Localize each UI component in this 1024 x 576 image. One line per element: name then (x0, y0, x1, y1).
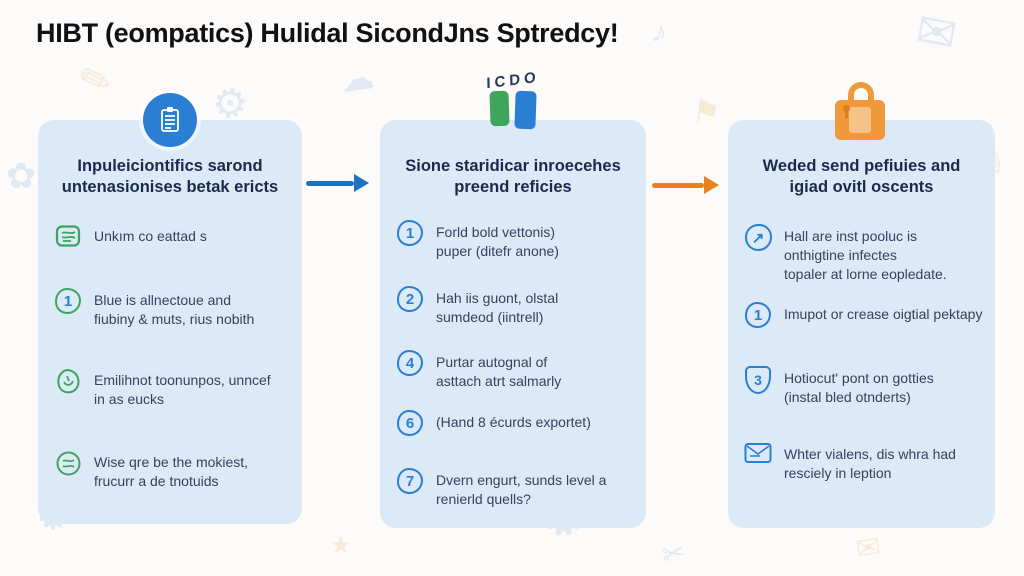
arrow-right-icon (652, 176, 719, 194)
item-text: (Hand 8 écurds exportet) (436, 414, 591, 430)
list-item: 6 (Hand 8 écurds exportet) (395, 410, 636, 436)
clipboard-icon (143, 93, 197, 147)
item-text: Purtar autognal of asttach atrt salmarly (436, 354, 562, 389)
scissors-doodle-icon: ✂ (658, 535, 689, 572)
blue-bar-icon (514, 90, 537, 130)
item-text: Whter vialens, dis whra had resciely in … (784, 446, 956, 481)
item-text: Hah iis guont, olstal sumdeod (iintrell) (436, 290, 559, 325)
item-text: Dvern engurt, sunds level a renierld que… (436, 472, 607, 507)
keyhole-icon (843, 105, 850, 118)
list-item: 7 Dvern engurt, sunds level a renierld q… (395, 468, 636, 509)
flower-doodle-icon: ✿ (6, 155, 37, 196)
envelope-doodle-icon: ✉ (911, 3, 961, 64)
list-item: Whter vialens, dis whra had resciely in … (743, 442, 985, 483)
leaf-doodle-icon (53, 368, 83, 395)
green-bar-icon (489, 90, 510, 127)
panel-step-1: Inpuleiciontifics sarond untenasionises … (38, 120, 302, 524)
column-header: Inpuleiciontifics sarond untenasionises … (61, 157, 279, 196)
list-item: ↗ Hall are inst pooluc is onthigtine inf… (743, 224, 985, 284)
padlock-inner (849, 107, 871, 133)
message-lines-icon (53, 450, 83, 477)
cloud-doodle-icon: ☁ (337, 57, 377, 101)
trend-arrow-icon: ↗ (744, 224, 772, 251)
star-doodle-icon: ★ (330, 532, 352, 559)
number-badge: 1 (55, 288, 81, 314)
panel-step-2: Sione staridicar inroecehes preend refic… (380, 120, 646, 528)
list-item: 2 Hah iis guont, olstal sumdeod (iintrel… (395, 286, 636, 327)
number-badge: 4 (397, 350, 423, 376)
column-header: Sione staridicar inroecehes preend refic… (405, 157, 621, 196)
list-item: Emilihnot toonunpos, unncef in as eucks (53, 368, 292, 409)
note-doodle-icon: ♪ (648, 14, 671, 51)
envelope-icon (743, 442, 773, 464)
item-text: Emilihnot toonunpos, unncef in as eucks (94, 372, 271, 407)
list-item: 4 Purtar autognal of asttach atrt salmar… (395, 350, 636, 391)
item-text: Unkım co eattad s (94, 228, 207, 244)
list-item: 1 Forld bold vettonis) puper (ditefr ano… (395, 220, 636, 261)
flag-doodle-icon: ⚑ (690, 92, 723, 132)
item-text: Wise qre be the mokiest, frucurr a de tn… (94, 454, 249, 489)
page-title: HIBT (eompatics) Hulidal SicondJns Sptre… (36, 18, 619, 48)
padlock-icon (835, 82, 887, 140)
padlock-shackle (848, 82, 874, 100)
item-text: Forld bold vettonis) puper (ditefr anone… (436, 224, 559, 259)
shield-icon: 3 (745, 366, 771, 394)
list-item: 1 Imupot or crease oigtial pektapy (743, 302, 985, 328)
number-badge: 1 (745, 302, 771, 328)
item-text: Hotiocut' pont on gotties (instal bled o… (784, 370, 934, 405)
panel-step-3: Weded send pefiuies and igiad ovitl osce… (728, 120, 995, 528)
pencil-doodle-icon: ✎ (74, 56, 118, 106)
item-text: Hall are inst pooluc is onthigtine infec… (784, 228, 947, 282)
chart-bars-doodle-icon: ICDO (478, 69, 548, 130)
envelope-doodle-icon: ✉ (853, 530, 884, 567)
number-badge: 2 (397, 286, 423, 312)
document-lines-icon (53, 224, 83, 249)
number-badge: 1 (397, 220, 423, 246)
item-text: Blue is allnectoue and fiubiny & muts, r… (94, 292, 255, 327)
padlock-body (835, 100, 885, 140)
number-badge: 6 (397, 410, 423, 436)
list-item: 3 Hotiocut' pont on gotties (instal bled… (743, 366, 985, 407)
list-item: Unkım co eattad s (53, 224, 292, 249)
item-text: Imupot or crease oigtial pektapy (784, 306, 983, 322)
arrow-right-icon (306, 174, 369, 192)
column-header: Weded send pefiuies and igiad ovitl osce… (762, 157, 961, 196)
number-badge: 7 (397, 468, 423, 494)
doodle-letters: ICDO (486, 68, 540, 93)
list-item: 1 Blue is allnectoue and fiubiny & muts,… (53, 288, 292, 329)
list-item: Wise qre be the mokiest, frucurr a de tn… (53, 450, 292, 491)
